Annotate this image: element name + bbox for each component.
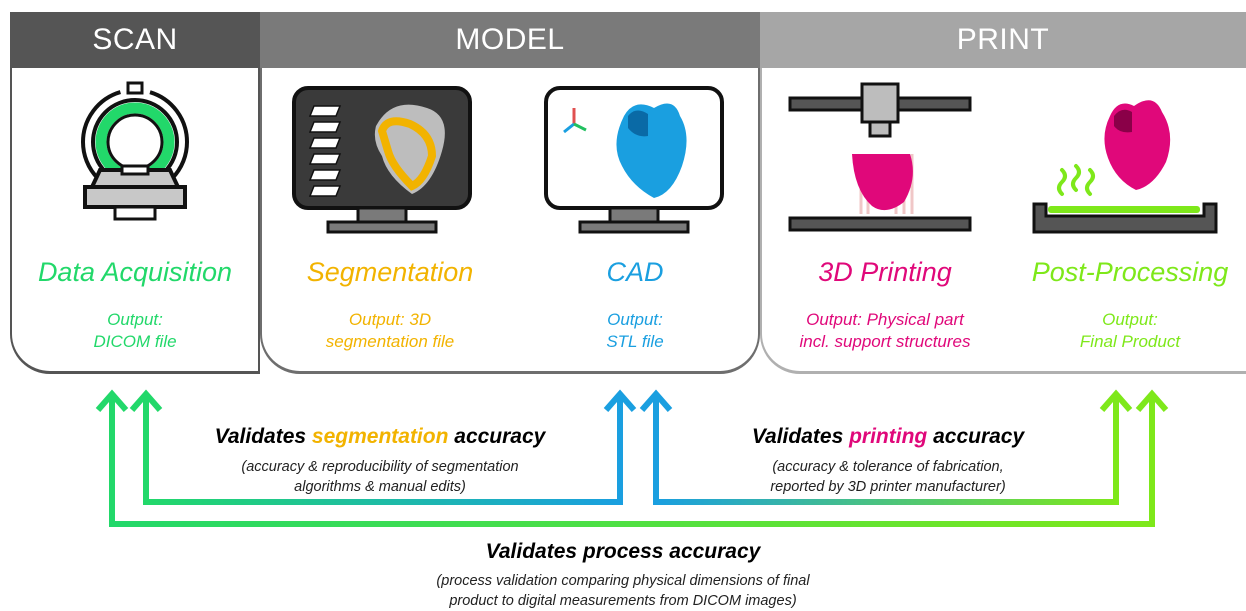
seg-val-keyword: segmentation — [311, 425, 449, 448]
cad-output-line2: STL file — [606, 332, 664, 351]
3d-printer-icon — [788, 82, 972, 232]
model-header: MODEL — [260, 12, 760, 68]
print-val-pre: Validates — [751, 425, 850, 448]
acquisition-output-line2: DICOM file — [93, 332, 177, 351]
segmentation-output-line2: segmentation file — [325, 332, 455, 351]
segmentation-title: Segmentation — [306, 257, 474, 287]
segmentation-output-line1: Output: 3D — [348, 310, 432, 329]
print-val-keyword: printing — [849, 425, 928, 448]
post-output: Output: Final Product — [1020, 309, 1240, 353]
acquisition-output-line1: Output: — [107, 310, 163, 329]
cad-title: CAD — [606, 257, 664, 287]
scan-header: SCAN — [10, 12, 260, 68]
seg-note-line2: algorithms & manual edits) — [294, 479, 466, 495]
segmentation-accuracy-arrow — [143, 398, 623, 505]
post-processing-title: Post-Processing — [1031, 257, 1229, 287]
seg-note-line1: (accuracy & reproducibility of segmentat… — [241, 459, 519, 475]
process-note-line2: product to digital measurements from DIC… — [449, 593, 797, 609]
ct-scanner-icon — [81, 81, 189, 221]
printing-output-line2: incl. support structures — [799, 332, 971, 351]
print-val-post: accuracy — [927, 425, 1025, 448]
segmentation-output: Output: 3D segmentation file — [290, 309, 490, 353]
scan-panel — [10, 68, 260, 374]
printing-validation-title: Validates printing accuracy — [678, 425, 1098, 449]
process-accuracy-arrow — [109, 398, 1155, 527]
seg-val-pre: Validates — [214, 425, 312, 448]
process-validation-note: (process validation comparing physical d… — [323, 571, 923, 611]
printing-output-line1: Output: Physical part — [806, 310, 964, 329]
acquisition-output: Output: DICOM file — [10, 309, 260, 353]
cad-output-line1: Output: — [607, 310, 663, 329]
cad-monitor-icon — [544, 86, 724, 234]
segmentation-monitor-icon — [292, 86, 472, 234]
segmentation-validation-note: (accuracy & reproducibility of segmentat… — [170, 457, 590, 497]
printing-validation-note: (accuracy & tolerance of fabrication, re… — [678, 457, 1098, 497]
data-acquisition-title: Data Acquisition — [37, 257, 233, 287]
post-output-line1: Output: — [1102, 310, 1158, 329]
printing-accuracy-arrow — [653, 398, 1119, 505]
print-note-line1: (accuracy & tolerance of fabrication, — [772, 459, 1004, 475]
post-processing-icon — [1032, 100, 1218, 234]
post-output-line2: Final Product — [1079, 332, 1181, 351]
cad-output: Output: STL file — [560, 309, 710, 353]
print-header: PRINT — [760, 12, 1246, 68]
print-note-line2: reported by 3D printer manufacturer) — [770, 479, 1006, 495]
process-validation-title: Validates process accuracy — [485, 540, 761, 563]
printing-output: Output: Physical part incl. support stru… — [780, 309, 990, 353]
seg-val-post: accuracy — [448, 425, 546, 448]
process-note-line1: (process validation comparing physical d… — [436, 573, 810, 589]
3d-printing-title: 3D Printing — [818, 257, 952, 287]
segmentation-validation-title: Validates segmentation accuracy — [170, 425, 590, 449]
